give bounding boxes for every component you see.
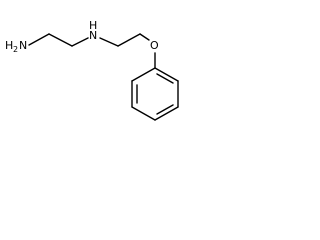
- ring-double-bond-1: [156, 73, 174, 84]
- amine-h-subscript: 2: [13, 45, 18, 54]
- amine-secondary-n: N: [89, 29, 97, 42]
- ring-bond-6: [131, 67, 156, 82]
- bond-n2-c3: [99, 37, 119, 47]
- amine-h-symbol: H: [5, 39, 13, 52]
- ring-bond-4: [131, 106, 156, 121]
- amine-n-symbol: N: [19, 39, 27, 52]
- secondary-amine-label: N H: [89, 19, 97, 42]
- ring-bond-3: [154, 106, 179, 121]
- ether-oxygen-label: O: [150, 39, 159, 52]
- benzene-ring: [131, 67, 179, 121]
- bond-c2-n2: [71, 37, 89, 47]
- amine-secondary-h: H: [89, 19, 97, 32]
- bond-c1-c2: [48, 33, 73, 47]
- ring-double-bond-2: [156, 104, 174, 115]
- bond-c3-c4: [117, 33, 141, 47]
- primary-amine-label: H 2 N: [5, 39, 27, 54]
- bond-c4-o: [139, 33, 150, 41]
- bond-n1-c1: [28, 33, 50, 46]
- chemical-structure-diagram: H 2 N N H O: [5, 19, 179, 121]
- ring-bond-1: [154, 67, 179, 82]
